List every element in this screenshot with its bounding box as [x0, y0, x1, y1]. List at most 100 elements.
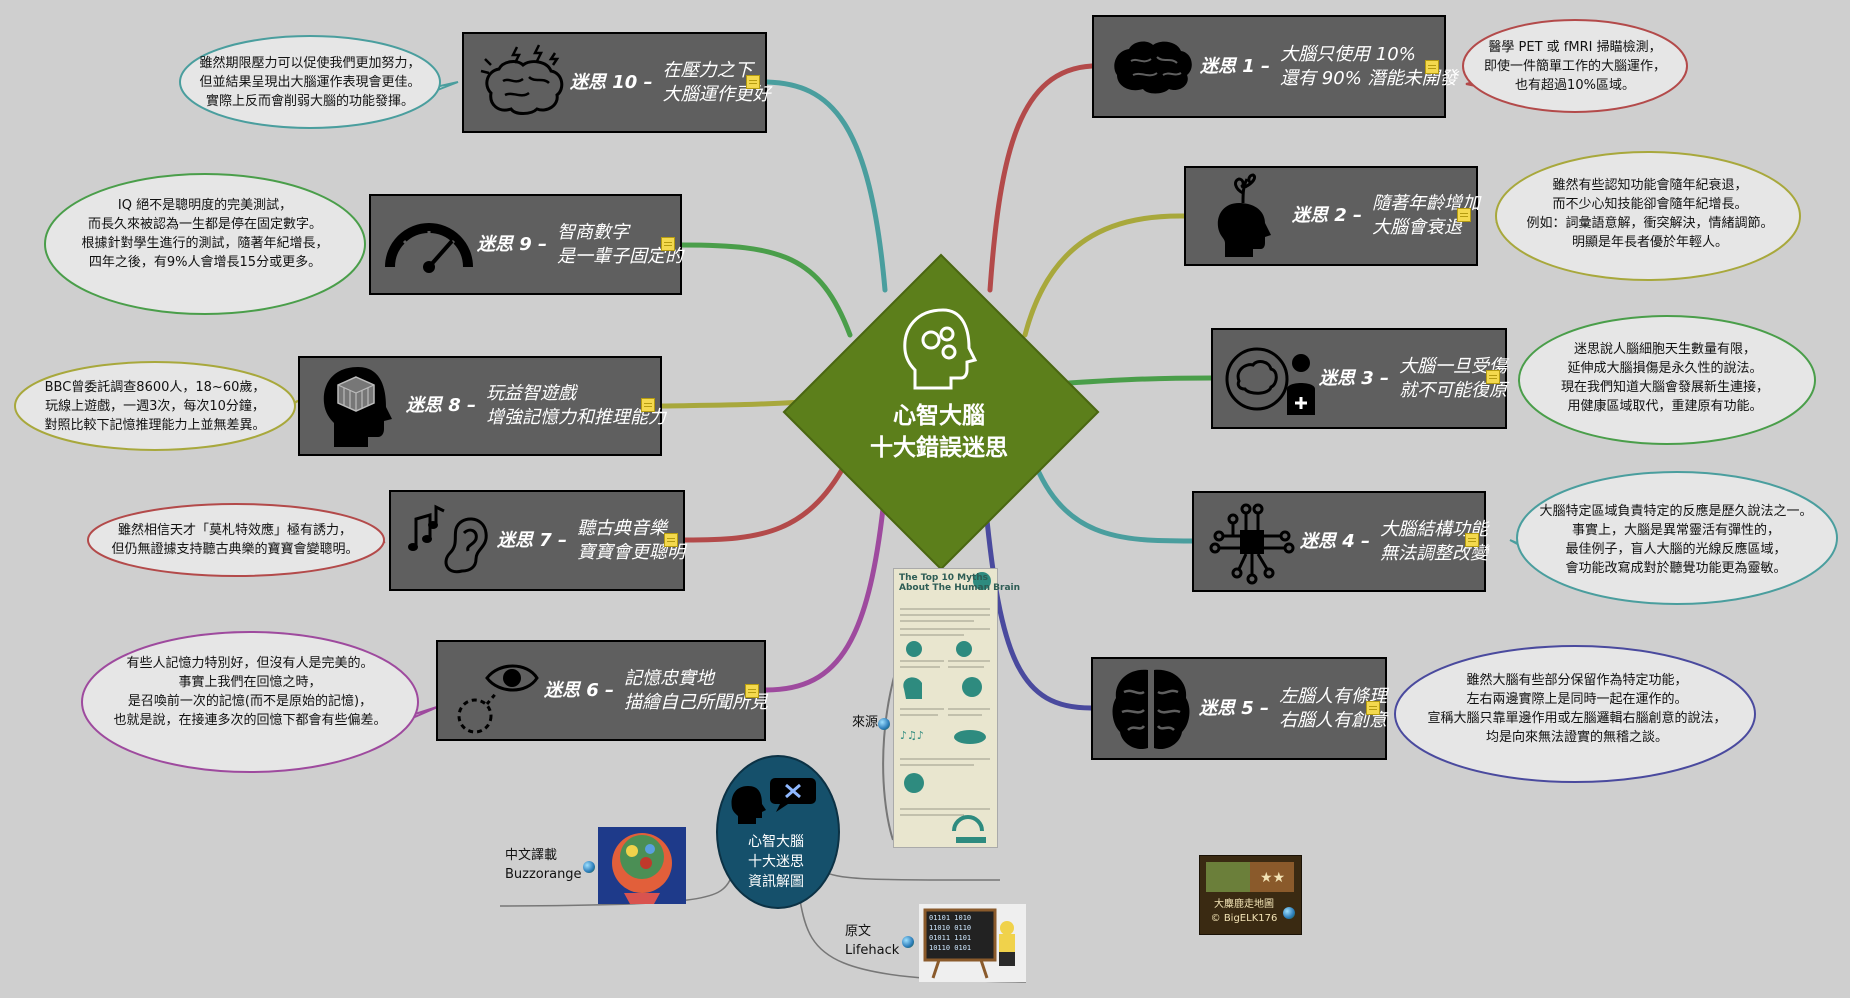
myth-title: 大腦一旦受傷 就不可能復原: [1399, 355, 1508, 401]
svg-text:01011 1101: 01011 1101: [929, 934, 971, 942]
callout-seam-3: [1553, 401, 1575, 417]
myth-7-note: 雖然相信天才「莫札特效應」極有誘力， 但仍無證據支持聽古典樂的寶寶會變聰明。: [111, 523, 359, 557]
myth-9-node[interactable]: 迷思 9 – 智商數字 是一輩子固定的: [369, 194, 684, 295]
note-icon[interactable]: [1486, 370, 1500, 384]
myth-title: 在壓力之下 大腦運作更好: [662, 59, 771, 105]
note-icon[interactable]: [664, 533, 678, 547]
note-icon[interactable]: [1465, 533, 1479, 547]
callout-bubble-2: [1495, 151, 1801, 281]
callout-bubble-7: [87, 503, 385, 577]
source-link-line: [819, 869, 1001, 881]
myth-1-note: 醫學 PET 或 fMRI 掃瞄檢測， 即使一件簡單工作的大腦運作， 也有超過1…: [1483, 40, 1666, 93]
brain-gears-head-icon: [903, 308, 978, 390]
branch-line-7: [682, 452, 853, 543]
callout-seam-4: [1554, 561, 1576, 576]
svg-text:01101 1010: 01101 1010: [929, 914, 971, 922]
myth-number: 迷思 2 –: [1292, 205, 1363, 226]
brain-doctor-icon: [1223, 340, 1319, 418]
myth-3-note: 迷思說人腦細胞天生數量有限， 延伸成大腦損傷是永久性的說法。 現在我們知道大腦會…: [1560, 342, 1769, 414]
source-poster-thumbnail[interactable]: ♪♫♪ The Top 10 Myths About The Human Bra…: [893, 568, 1020, 848]
note-icon[interactable]: [1425, 60, 1439, 74]
callout-seam-5: [1437, 738, 1459, 753]
callout-seam-2: [1531, 237, 1553, 253]
callout-bubble-1: [1462, 19, 1688, 113]
credit-badge[interactable]: ★★ 大麋鹿走地圖 © BigELK176: [1199, 855, 1302, 935]
head-sprout-icon: [1196, 173, 1292, 257]
myth-10-node[interactable]: 迷思 10 –在壓力之下 大腦運作更好: [462, 32, 771, 133]
globe-link-icon[interactable]: [878, 718, 890, 730]
myth-number: 迷思 3 –: [1319, 367, 1390, 389]
myth-title: 大腦結構功能 無法調整改變: [1380, 518, 1489, 564]
myth-title: 玩益智遊戲 增強記憶力和推理能力: [486, 383, 667, 428]
callout-seam-8: [241, 416, 263, 432]
note-icon[interactable]: [661, 237, 675, 251]
myth-title: 左腦人有條理 右腦人有創意: [1279, 685, 1388, 731]
myth-8-node[interactable]: 迷思 8 – 玩益智遊戲 增強記憶力和推理能力: [298, 356, 666, 456]
brain-hemispheres-icon: [1103, 669, 1199, 749]
myth-number: 迷思 9 –: [477, 233, 548, 255]
note-icon[interactable]: [1366, 701, 1380, 715]
myth-2-node[interactable]: 迷思 2 – 隨著年齡增加 大腦會衰退: [1184, 166, 1481, 266]
myth-10-note: 雖然期限壓力可以促使我們更加努力， 但並結果呈現出大腦運作表現會更佳。 實際上反…: [199, 56, 421, 109]
callout-bubble-5: [1394, 645, 1756, 783]
svg-text:★★: ★★: [1260, 870, 1285, 886]
myth-title: 聽古典音樂 寶寶會更聰明: [577, 517, 686, 563]
myth-4-node[interactable]: 迷思 4 – 大腦結構功能 無法調整改變: [1192, 491, 1489, 592]
callout-bubble-4: [1516, 471, 1838, 605]
speech-head-icon: [731, 778, 816, 824]
callout-seam-9: [306, 269, 328, 284]
myth-title: 記憶忠實地 描繪自己所聞所見: [624, 667, 769, 713]
music-ear-icon: [401, 502, 497, 580]
callout-bubble-10: [179, 35, 441, 129]
eye-memory-icon: [448, 652, 544, 733]
gauge-icon: [381, 206, 477, 284]
branch-line-6: [763, 487, 888, 693]
note-icon[interactable]: [1457, 208, 1471, 222]
branch-line-9: [679, 242, 853, 338]
myth-7-node[interactable]: 迷思 7 – 聽古典音樂 寶寶會更聰明: [389, 490, 685, 591]
callout-bubble-3: [1518, 315, 1816, 445]
callout-bubble-8: [14, 361, 296, 451]
branch-line-5: [982, 497, 1094, 711]
myth-4-note: 大腦特定區域負責特定的反應是歷久說法之一。 事實上，大腦是異常靈活有彈性的， 最…: [1539, 504, 1813, 576]
callout-seam-6: [357, 727, 379, 742]
cube-head-icon: [310, 367, 406, 447]
info-graphic-title: 心智大腦 十大迷思 資訊解圖: [748, 834, 804, 890]
svg-text:♪♫♪: ♪♫♪: [900, 729, 924, 742]
globe-link-icon[interactable]: [902, 936, 914, 948]
myth-number: 迷思 8 –: [406, 395, 477, 416]
myth-number: 迷思 7 –: [497, 529, 568, 551]
myth-3-node[interactable]: 迷思 3 – 大腦一旦受傷 就不可能復原: [1211, 328, 1507, 429]
note-icon[interactable]: [641, 398, 655, 412]
myth-number: 迷思 4 –: [1300, 530, 1371, 552]
myth-2-note: 雖然有些認知功能會隨年紀衰退， 而不少心知技能卻會隨年紀增長。 例如：詞彙語意解…: [1526, 178, 1774, 250]
circuit-chip-icon: [1204, 503, 1300, 584]
myth-5-note: 雖然大腦有些部分保留作為特定功能， 左右兩邊實際上是同時一起在運作的。 宣稱大腦…: [1427, 673, 1727, 745]
myth-5-node[interactable]: 迷思 5 – 左腦人有條理 右腦人有創意: [1091, 657, 1387, 760]
myth-title: 隨著年齡增加 大腦會衰退: [1372, 193, 1481, 238]
myth-8-note: BBC曾委託調查8600人，18~60歲， 玩線上遊戲，一週3次，每次10分鐘，…: [44, 380, 266, 433]
source-label: 來源: [852, 715, 879, 730]
translation-label: 中文譯載 Buzzorange: [505, 848, 582, 882]
lifehack-thumbnail[interactable]: 01101 1010 11010 0110 01011 1101 10110 0101: [919, 904, 1026, 982]
globe-link-icon[interactable]: [583, 861, 595, 873]
callout-bubble-9: [44, 173, 366, 315]
buzzorange-thumbnail[interactable]: [598, 827, 686, 904]
branch-line-1: [987, 63, 1095, 293]
note-icon[interactable]: [746, 75, 760, 89]
note-icon[interactable]: [745, 684, 759, 698]
svg-text:11010 0110: 11010 0110: [929, 924, 971, 932]
svg-text:10110 0101: 10110 0101: [929, 944, 971, 952]
myth-title: 大腦只使用 10% 還有 90% 潛能未開發: [1280, 43, 1458, 89]
myth-6-node[interactable]: 迷思 6 –記憶忠實地 描繪自己所聞所見: [436, 640, 769, 741]
globe-link-icon[interactable]: [1283, 907, 1295, 919]
myth-title: 智商數字 是一輩子固定的: [557, 221, 684, 267]
myth-number: 迷思 5 –: [1199, 697, 1270, 719]
branch-line-2: [1022, 213, 1187, 338]
branch-line-4: [1027, 447, 1195, 544]
myth-1-node[interactable]: 迷思 1 –大腦只使用 10% 還有 90% 潛能未開發: [1092, 15, 1458, 118]
myth-9-note: IQ 絕不是聰明度的完美測試， 而長久來被認為一生都是停在固定數字。 根據針對學…: [81, 198, 329, 270]
callout-seam-1: [1488, 78, 1510, 93]
